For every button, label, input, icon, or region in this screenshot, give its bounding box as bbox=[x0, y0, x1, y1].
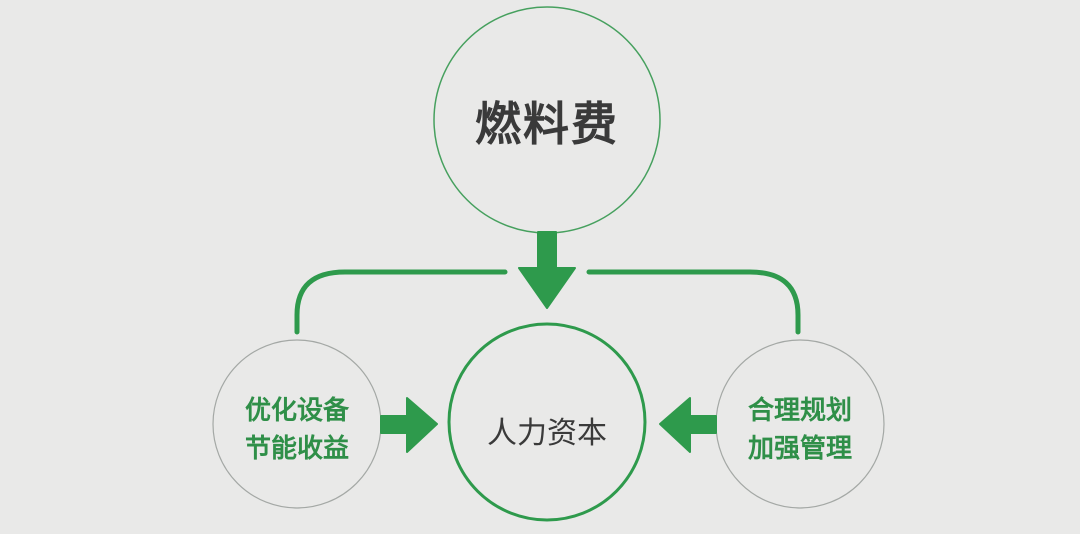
left-connector-line bbox=[294, 269, 508, 335]
top-node-label: 燃料费 bbox=[475, 97, 619, 151]
down-arrow-icon bbox=[518, 231, 576, 309]
right-node-line2: 加强管理 bbox=[747, 434, 852, 464]
left-node-label: 优化设备 节能收益 bbox=[213, 392, 381, 468]
center-node-circle bbox=[447, 322, 647, 522]
right-connector-line bbox=[586, 269, 801, 335]
left-node-line2: 节能收益 bbox=[244, 434, 349, 464]
right-arrow-icon bbox=[380, 397, 438, 453]
left-node-line1: 优化设备 bbox=[244, 396, 349, 426]
right-node-line1: 合理规划 bbox=[747, 396, 852, 426]
center-node-label: 人力资本 bbox=[487, 416, 607, 451]
right-node-label: 合理规划 加强管理 bbox=[716, 392, 884, 468]
left-arrow-icon bbox=[659, 397, 717, 453]
